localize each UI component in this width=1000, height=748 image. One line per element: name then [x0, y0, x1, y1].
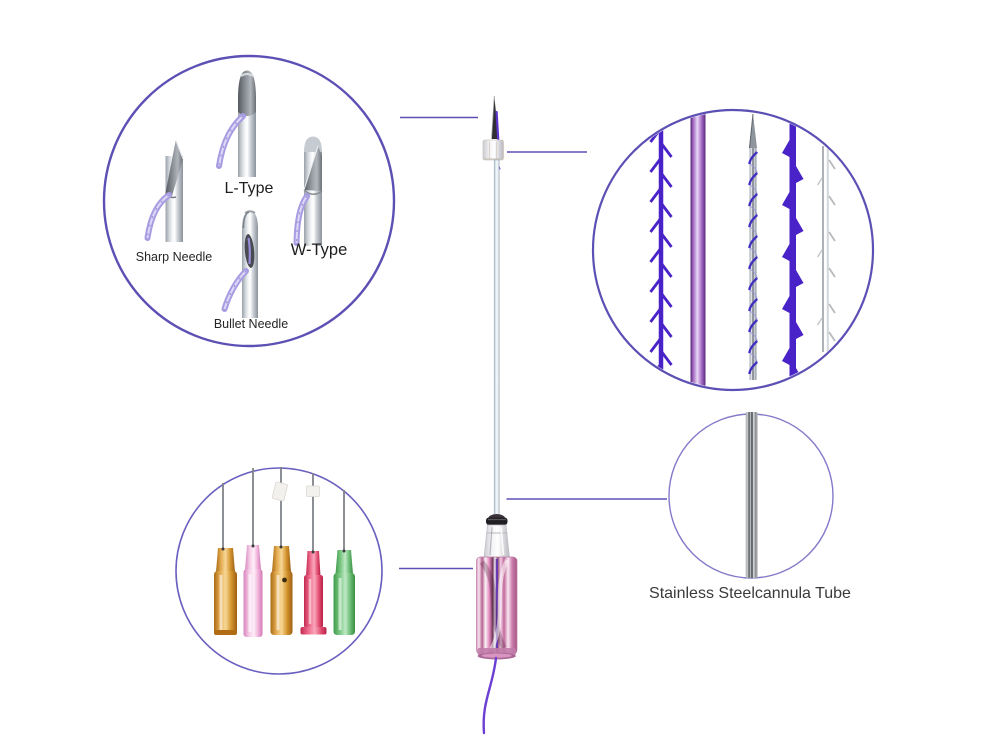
needle-tip	[491, 95, 500, 141]
pdo-thread-tail	[482, 656, 498, 735]
clear-barbed-thread-icon	[816, 146, 836, 352]
label-l-type: L-Type	[224, 180, 274, 197]
bullet-needle-illustration	[221, 210, 258, 318]
needle-hubs-circle	[175, 467, 383, 675]
needle-types-circle	[102, 54, 396, 348]
thread-anchor-tab-2	[306, 485, 320, 497]
sharp-needle-illustration	[144, 139, 184, 242]
cannula-shaft	[493, 159, 500, 520]
mono-smooth-tube-icon	[690, 111, 706, 389]
hub-needle-green	[333, 549, 355, 635]
cannula-circle	[668, 412, 834, 579]
w-type-needle-illustration	[293, 136, 323, 246]
label-bullet-needle: Bullet Needle	[213, 317, 289, 331]
hub-needle-orange-1	[214, 547, 237, 635]
label-sharp-needle: Sharp Needle	[135, 250, 213, 264]
luer-hub	[483, 514, 510, 558]
hub-needle-wire-highlights	[222, 467, 345, 552]
cannula-tube-illustration	[745, 412, 758, 578]
screw-spiral-needle-icon	[748, 113, 758, 380]
hub-needle-pink	[243, 544, 263, 637]
main-product	[476, 95, 518, 735]
barbed-cog-thread-icon	[649, 118, 673, 382]
l-type-needle-illustration	[216, 70, 256, 177]
hub-needle-orange-2	[270, 545, 293, 635]
connector-lines	[399, 116, 667, 570]
thread-types-circle	[591, 108, 875, 392]
product-handle	[476, 556, 518, 660]
foam-anchor-tab	[482, 139, 504, 161]
label-w-type: W-Type	[290, 241, 348, 259]
thread-anchor-tab-1	[271, 481, 288, 502]
label-cannula-tube: Stainless Steelcannula Tube	[649, 585, 851, 602]
hub-needle-red	[300, 550, 327, 635]
